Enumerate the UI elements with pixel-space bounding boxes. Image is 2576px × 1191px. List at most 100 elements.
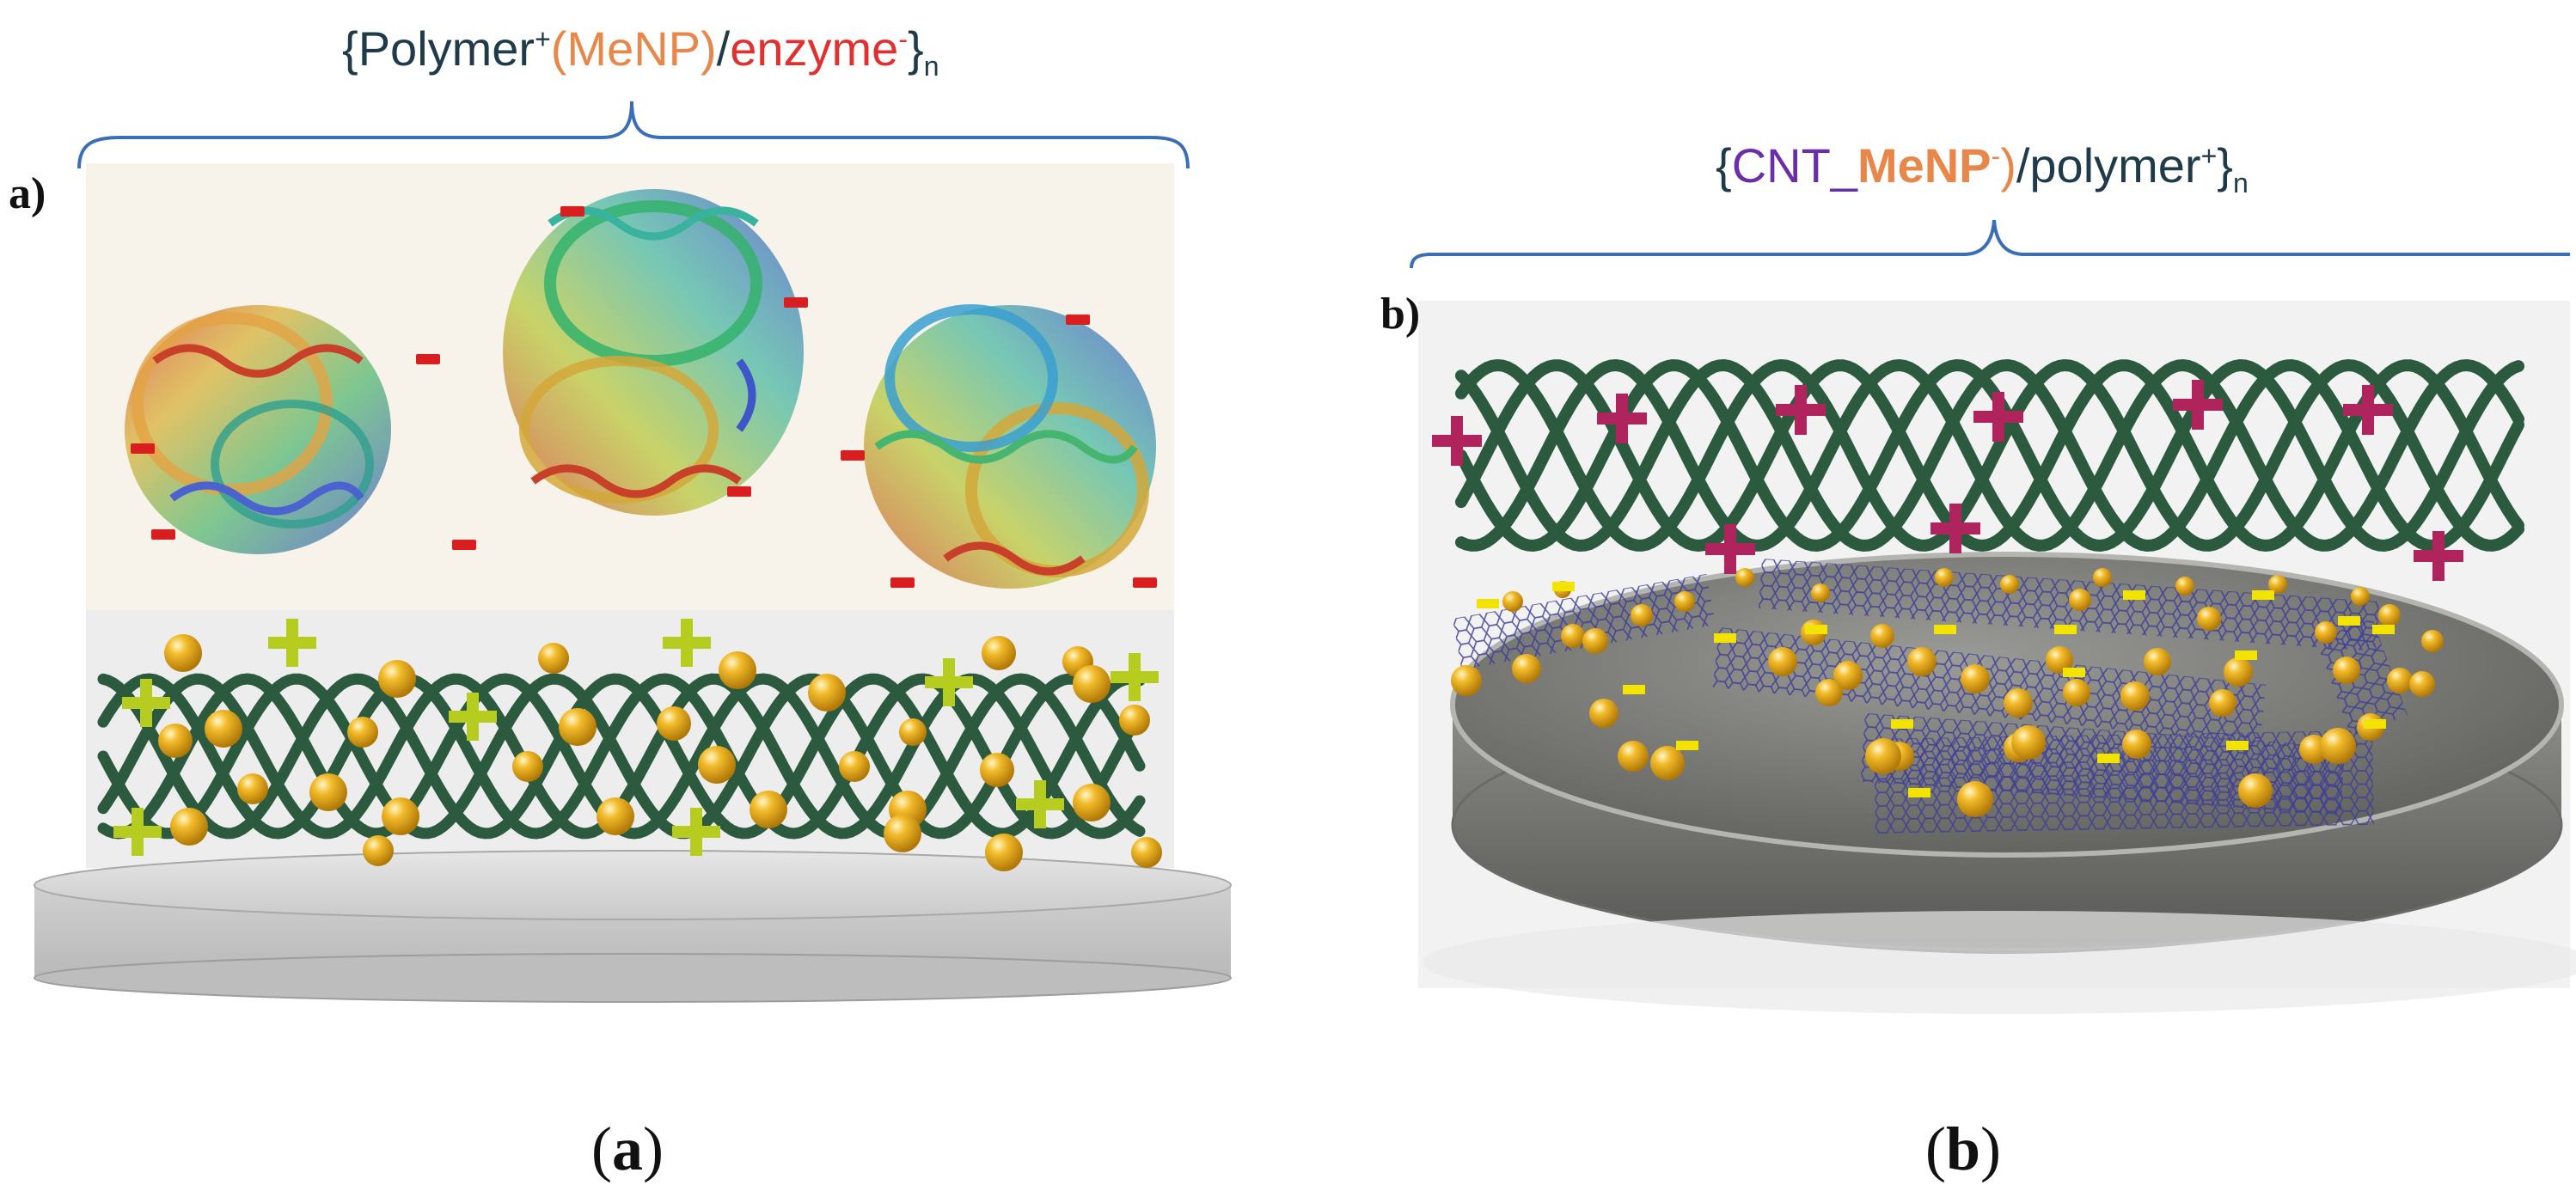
nanotube bbox=[1874, 730, 2374, 834]
metal-nanoparticle bbox=[2093, 568, 2112, 587]
metal-nanoparticle bbox=[205, 710, 242, 748]
metal-nanoparticle bbox=[2144, 648, 2171, 675]
polymer-helix-a bbox=[97, 673, 1146, 840]
metal-nanoparticle bbox=[2238, 773, 2273, 808]
polymer-charges-a bbox=[113, 619, 1159, 856]
metal-nanoparticle bbox=[1768, 647, 1797, 676]
metal-nanoparticle bbox=[1961, 664, 1990, 693]
metal-nanoparticle bbox=[2333, 657, 2360, 684]
metal-nanoparticle bbox=[884, 815, 921, 852]
metal-nanoparticle bbox=[347, 717, 378, 748]
formula-panel-b: {CNT_MeNP-)/polymer+}n bbox=[1716, 137, 2249, 199]
metal-nanoparticle bbox=[1582, 628, 1608, 654]
metal-nanoparticle bbox=[1957, 781, 1993, 817]
enzyme-charges bbox=[131, 206, 1157, 588]
polymer-strand bbox=[97, 673, 1146, 840]
metal-nanoparticle bbox=[2320, 728, 2356, 764]
paren-close: ) bbox=[2000, 138, 2016, 192]
enzyme-charge: - bbox=[898, 23, 908, 55]
polymer-label: /polymer bbox=[2016, 138, 2201, 192]
metal-nanoparticle bbox=[164, 634, 202, 672]
nanoparticle-charges-b bbox=[1477, 582, 2395, 797]
polymer-strand bbox=[1455, 358, 2524, 552]
metal-nanoparticle bbox=[382, 797, 419, 835]
metal-nanoparticle bbox=[2175, 577, 2194, 596]
metal-nanoparticle bbox=[1865, 738, 1901, 774]
polymer-strand bbox=[1455, 358, 2524, 553]
metal-nanoparticle bbox=[1131, 837, 1162, 868]
enzyme-1 bbox=[125, 305, 391, 554]
metal-nanoparticle bbox=[839, 751, 870, 782]
polymer-charge: + bbox=[2200, 140, 2218, 172]
repeat-index: n bbox=[923, 51, 939, 82]
metal-nanoparticle bbox=[808, 674, 846, 712]
metal-nanoparticle bbox=[1073, 665, 1111, 703]
polymer-charges-b bbox=[1432, 380, 2463, 581]
metal-nanoparticle bbox=[1502, 591, 1523, 612]
metal-nanoparticle bbox=[2122, 730, 2151, 759]
menp-label: (MeNP) bbox=[550, 21, 717, 76]
metal-nanoparticle bbox=[2315, 621, 2337, 644]
metal-nanoparticle bbox=[1935, 568, 1954, 587]
nanoparticles-b bbox=[1451, 568, 2444, 817]
polymer-label: Polymer bbox=[358, 21, 535, 76]
metal-nanoparticle bbox=[1618, 741, 1649, 772]
nanotube bbox=[1453, 573, 1716, 670]
metal-nanoparticle bbox=[1815, 679, 1843, 706]
enzyme-3 bbox=[864, 304, 1156, 589]
menp-charge: - bbox=[1991, 140, 2001, 172]
polymer-helix-b bbox=[1455, 358, 2524, 553]
metal-nanoparticle bbox=[309, 773, 347, 811]
nanotube bbox=[1712, 627, 2267, 745]
metal-nanoparticle bbox=[2351, 587, 2370, 606]
brace-close: } bbox=[2217, 138, 2233, 192]
metal-nanoparticle bbox=[719, 651, 756, 689]
metal-nanoparticle bbox=[1512, 654, 1541, 683]
caption-b-letter: b bbox=[1945, 1115, 1981, 1183]
metal-nanoparticle bbox=[2409, 671, 2435, 697]
metal-nanoparticle bbox=[1451, 665, 1482, 696]
substrate-a bbox=[34, 850, 1232, 1003]
metal-nanoparticle bbox=[512, 751, 543, 782]
enzyme-2 bbox=[503, 189, 804, 516]
metal-nanoparticle bbox=[2387, 668, 2413, 693]
brace-open: { bbox=[342, 21, 358, 76]
metal-nanoparticle bbox=[2046, 646, 2073, 674]
metal-nanoparticle bbox=[158, 724, 193, 758]
metal-nanoparticle bbox=[559, 708, 597, 746]
metal-nanoparticle bbox=[657, 706, 691, 741]
metal-nanoparticle bbox=[899, 718, 927, 746]
nanotube bbox=[1758, 559, 2380, 652]
brace-close: } bbox=[907, 21, 924, 76]
metal-nanoparticle bbox=[538, 643, 569, 674]
metal-nanoparticle bbox=[1589, 699, 1618, 728]
metal-nanoparticle bbox=[170, 808, 208, 846]
metal-nanoparticle bbox=[698, 746, 736, 784]
caption-a: (a) bbox=[591, 1115, 664, 1183]
nanotube bbox=[2316, 619, 2408, 736]
metal-nanoparticle bbox=[1650, 746, 1685, 780]
metal-nanoparticle bbox=[1907, 647, 1937, 676]
enzyme-label: enzyme bbox=[730, 21, 899, 76]
metal-nanoparticle bbox=[982, 636, 1016, 670]
metal-nanoparticle bbox=[2000, 575, 2019, 594]
metal-nanoparticle bbox=[2004, 688, 2033, 718]
panel-a-bracket bbox=[77, 101, 1190, 169]
panel-b-bracket bbox=[1410, 219, 2570, 269]
nanoparticles-a bbox=[158, 634, 1162, 871]
metal-nanoparticle bbox=[597, 797, 634, 835]
polymer-strand bbox=[97, 673, 1146, 840]
metal-nanoparticle bbox=[2378, 604, 2401, 626]
metal-nanoparticle bbox=[2268, 575, 2287, 594]
polymer-strand bbox=[1455, 358, 2524, 553]
polymer-charge: + bbox=[535, 23, 551, 55]
metal-nanoparticle bbox=[1119, 705, 1150, 736]
metal-nanoparticle bbox=[2069, 589, 2091, 611]
metal-nanoparticle bbox=[2120, 681, 2150, 711]
panel-a-letter: a) bbox=[9, 169, 46, 218]
formula-panel-a: {Polymer+(MeNP)/enzyme-}n bbox=[342, 21, 939, 82]
metal-nanoparticle bbox=[237, 773, 268, 804]
brace-open: { bbox=[1716, 138, 1732, 192]
metal-nanoparticle bbox=[2224, 657, 2253, 687]
